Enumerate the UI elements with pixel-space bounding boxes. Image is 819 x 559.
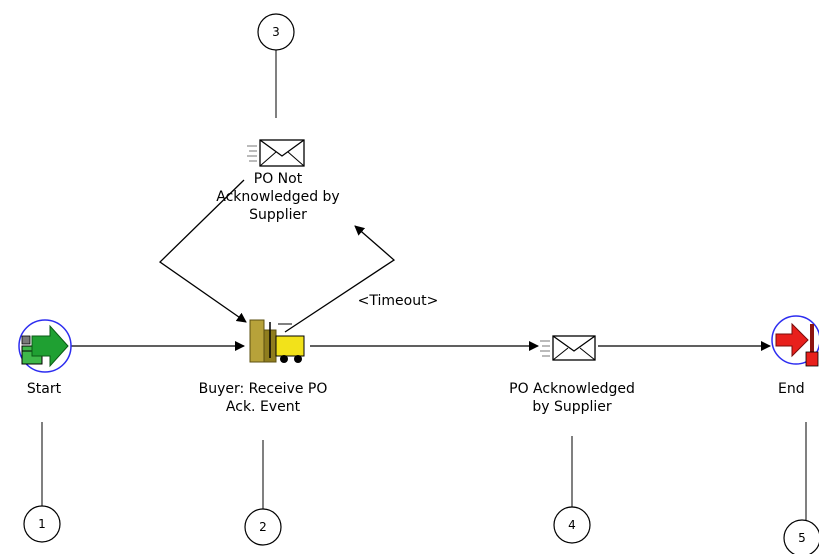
po-not-acknowledged-label-line1: PO Not	[253, 171, 303, 187]
callout-5: 5	[783, 519, 819, 557]
end-label: End	[778, 381, 805, 397]
envelope-icon	[552, 335, 596, 361]
svg-text:2: 2	[259, 520, 267, 534]
svg-text:1: 1	[38, 517, 46, 531]
receive-event-label: Buyer: Receive PO Ack. Event	[183, 380, 343, 416]
po-not-acknowledged-label-line2: Acknowledged by	[216, 189, 340, 205]
forklift-icon	[249, 319, 265, 363]
po-not-acknowledged-node[interactable]	[247, 139, 305, 167]
po-acknowledged-label: PO Acknowledged by Supplier	[477, 380, 667, 416]
edge-timeout	[284, 225, 396, 333]
callout-1: 1	[23, 505, 61, 543]
po-not-acknowledged-label: PO Not Acknowledged by Supplier	[198, 170, 358, 224]
start-node[interactable]	[18, 319, 72, 373]
receive-event-label-line2: Ack. Event	[225, 399, 301, 415]
envelope-icon	[259, 139, 305, 167]
svg-text:5: 5	[798, 531, 806, 545]
po-not-acknowledged-label-line3: Supplier	[249, 207, 307, 223]
callout-2: 2	[244, 508, 282, 546]
receive-event-label-line1: Buyer: Receive PO	[198, 381, 328, 397]
end-node[interactable]	[771, 315, 819, 367]
stop-document-icon	[805, 351, 819, 367]
timeout-edge-label: <Timeout>	[357, 293, 439, 309]
callout-3: 3	[257, 13, 295, 51]
receive-event-node[interactable]	[249, 319, 305, 363]
edge-notack-to-receive	[158, 179, 247, 323]
callout-4: 4	[553, 506, 591, 544]
po-acknowledged-label-line1: PO Acknowledged	[509, 381, 635, 397]
end-arrow-icon	[775, 322, 809, 358]
start-label: Start	[26, 381, 62, 397]
svg-text:3: 3	[272, 25, 280, 39]
svg-text:4: 4	[568, 518, 576, 532]
po-acknowledged-node[interactable]	[540, 335, 596, 361]
po-acknowledged-label-line2: by Supplier	[532, 399, 612, 415]
start-arrow-icon	[31, 324, 69, 368]
